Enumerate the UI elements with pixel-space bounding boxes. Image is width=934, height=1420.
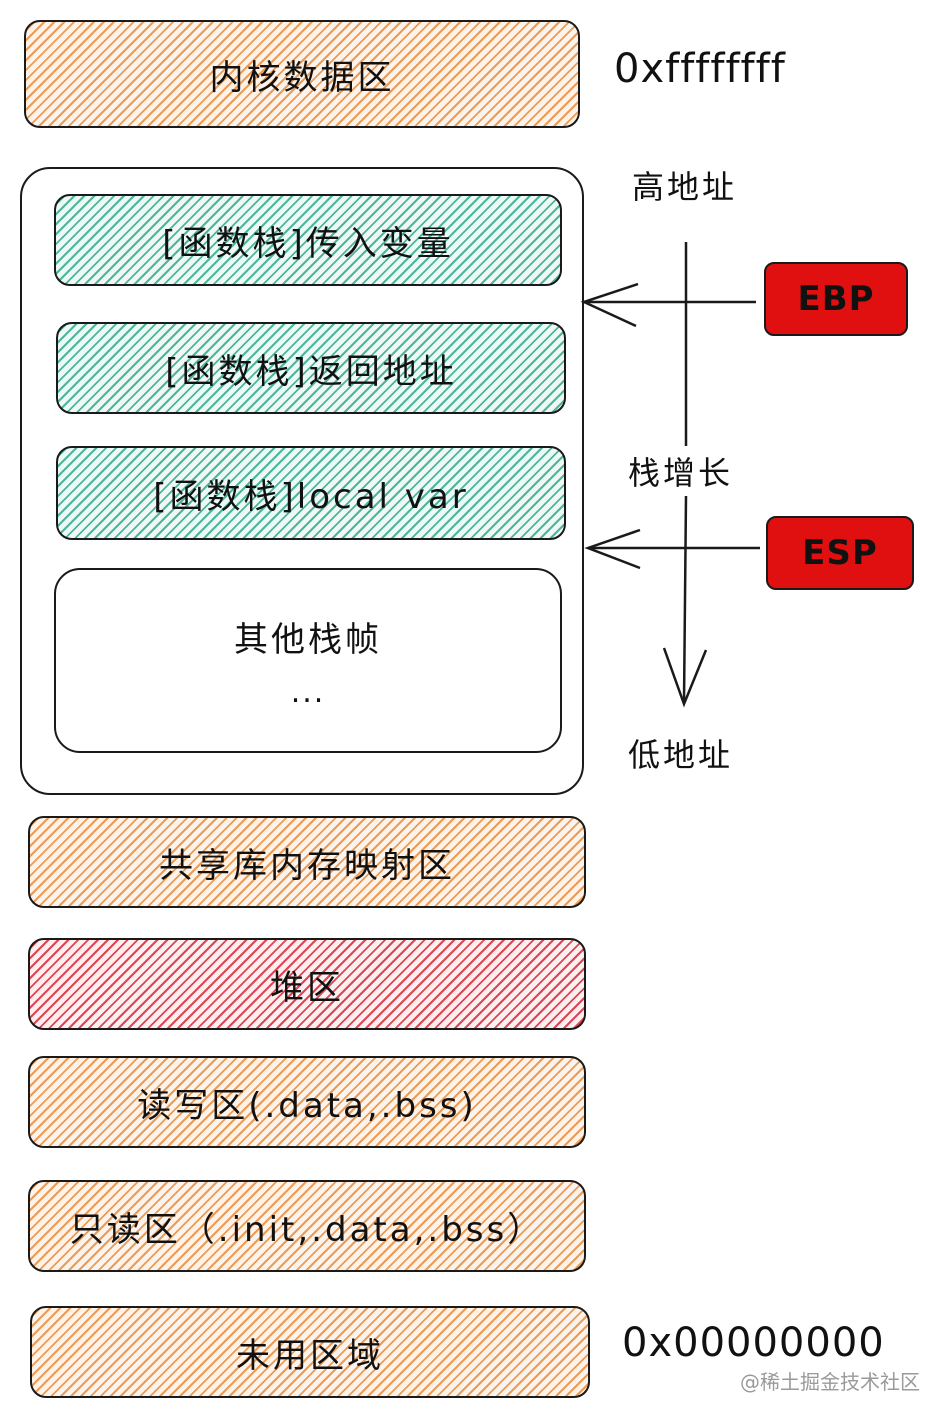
read-only-area: 只读区（.init,.data,.bss） xyxy=(28,1180,586,1272)
read-write-area: 读写区(.data,.bss) xyxy=(28,1056,586,1148)
unused-area: 未用区域 xyxy=(30,1306,590,1398)
bottom-address: 0x00000000 xyxy=(622,1320,885,1366)
shared-lib-label: 共享库内存映射区 xyxy=(159,845,455,886)
esp-label: ESP xyxy=(802,533,878,573)
heap-label: 堆区 xyxy=(270,967,344,1008)
kernel-data-label: 内核数据区 xyxy=(209,57,395,98)
func-local-label: [函数栈]local var xyxy=(153,476,469,517)
ebp-register: EBP xyxy=(764,262,908,336)
read-write-label: 读写区(.data,.bss) xyxy=(137,1085,477,1126)
stack-region xyxy=(20,167,584,795)
func-return-label: [函数栈]返回地址 xyxy=(165,351,457,392)
esp-arrow-head xyxy=(584,528,641,570)
shared-lib-mmap-area: 共享库内存映射区 xyxy=(28,816,586,908)
ebp-label: EBP xyxy=(797,279,875,319)
func-args-frame: [函数栈]传入变量 xyxy=(54,194,562,286)
stack-growth-label: 栈增长 xyxy=(628,454,734,492)
low-address-label: 低地址 xyxy=(628,736,734,774)
ebp-arrow-head xyxy=(580,282,639,328)
other-stack-frames: 其他栈帧 ... xyxy=(54,568,562,753)
func-local-var-frame: [函数栈]local var xyxy=(56,446,566,540)
func-args-label: [函数栈]传入变量 xyxy=(162,223,454,264)
func-return-address-frame: [函数栈]返回地址 xyxy=(56,322,566,414)
growth-arrow-lower xyxy=(682,495,688,703)
growth-arrow-head xyxy=(662,647,708,708)
high-address-label: 高地址 xyxy=(632,168,738,206)
other-frames-label: 其他栈帧 xyxy=(234,619,382,660)
read-only-label: 只读区（.init,.data,.bss） xyxy=(69,1209,545,1250)
unused-label: 未用区域 xyxy=(236,1335,384,1376)
top-address: 0xffffffff xyxy=(614,46,786,92)
other-frames-dots: ... xyxy=(290,674,326,710)
kernel-data-area: 内核数据区 xyxy=(24,20,580,128)
watermark: @稀土掘金技术社区 xyxy=(740,1370,920,1394)
heap-area: 堆区 xyxy=(28,938,586,1030)
esp-register: ESP xyxy=(766,516,914,590)
